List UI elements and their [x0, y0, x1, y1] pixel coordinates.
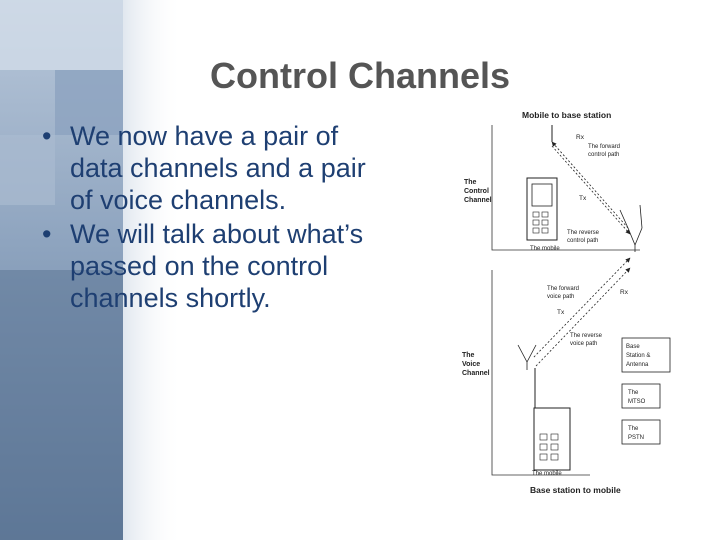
control-reverse-path-arrow — [551, 145, 631, 235]
voice-label-line2: Voice — [462, 361, 480, 368]
control-label-line1: The — [464, 179, 477, 186]
bullet-item: • We now have a pair of data channels and… — [42, 120, 372, 216]
control-mobile-phone-icon — [526, 125, 558, 241]
base-station-line2: Station & — [626, 353, 650, 359]
voice-label-line1: The — [462, 352, 475, 359]
control-forward-path-arrow — [551, 141, 629, 229]
bullet-dot: • — [42, 219, 52, 249]
voice-rx-label: Rx — [620, 289, 629, 296]
control-reverse-path-line2: control path — [567, 238, 598, 244]
control-forward-path-line1: The forward — [588, 144, 620, 150]
voice-forward-path-line2: voice path — [547, 294, 574, 300]
bullet-item: • We will talk about what’s passed on the… — [42, 218, 372, 314]
bullet-text: We now have a pair of data channels and … — [70, 121, 366, 215]
mtso-line2: MTSO — [628, 399, 646, 405]
control-mobile-label: The mobile — [530, 246, 560, 252]
bullet-list: • We now have a pair of data channels and… — [42, 120, 372, 316]
top-caption: Mobile to base station — [522, 110, 611, 120]
voice-antenna-icon — [517, 344, 537, 370]
channel-diagram: Mobile to base station The Control Chann… — [462, 110, 671, 495]
control-forward-path-line2: control path — [588, 152, 619, 158]
voice-forward-path-line1: The forward — [547, 286, 579, 292]
control-tx-label: Tx — [579, 195, 587, 202]
pstn-line2: PSTN — [628, 435, 644, 441]
control-label-line3: Channel — [464, 197, 492, 204]
voice-reverse-path-line1: The reverse — [570, 333, 603, 339]
pstn-line1: The — [628, 426, 639, 432]
voice-label-line3: Channel — [462, 370, 490, 377]
base-station-line1: Base — [626, 344, 640, 350]
control-section-bracket — [491, 125, 640, 251]
voice-reverse-path-line2: voice path — [570, 341, 597, 347]
mtso-box — [621, 383, 661, 409]
bullet-text: We will talk about what’s passed on the … — [70, 219, 364, 313]
control-rx-label: Rx — [576, 134, 585, 141]
pstn-box — [621, 419, 661, 445]
base-station-box — [621, 337, 671, 373]
bullet-dot: • — [42, 121, 52, 151]
voice-section-bracket — [491, 270, 590, 476]
control-antenna-icon — [619, 204, 643, 252]
bottom-caption: Base station to mobile — [530, 485, 621, 495]
voice-tx-label: Tx — [557, 309, 565, 316]
control-label-line2: Control — [464, 188, 489, 195]
slide-title: Control Channels — [209, 55, 510, 96]
voice-reverse-path-arrow — [535, 267, 631, 367]
voice-mobile-label: The mobile — [532, 471, 562, 477]
base-station-line3: Antenna — [626, 362, 649, 368]
voice-mobile-phone-icon — [533, 368, 571, 471]
voice-forward-path-arrow — [532, 257, 631, 359]
mtso-line1: The — [628, 390, 639, 396]
control-reverse-path-line1: The reverse — [567, 230, 600, 236]
